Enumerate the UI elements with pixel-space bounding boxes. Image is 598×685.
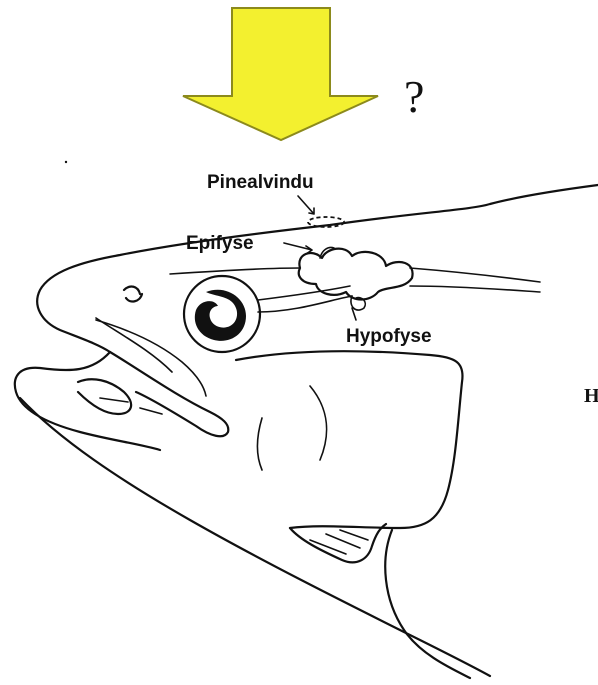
eye-illustration	[184, 276, 260, 352]
ink-speck	[65, 161, 67, 163]
eye-pupil	[195, 290, 246, 341]
pectoral-fin	[290, 524, 386, 562]
epifyse-pointer	[284, 243, 312, 254]
pinealvindu-pointer	[298, 196, 314, 214]
fish-head-illustration	[15, 185, 598, 678]
label-hypofyse: Hypofyse	[346, 326, 432, 347]
right-edge-fragment: H	[584, 385, 598, 407]
lower-jaw-tip	[78, 379, 131, 414]
head-top-outline	[37, 185, 598, 352]
optic-nerve	[258, 286, 352, 312]
question-mark: ?	[404, 71, 424, 122]
body-lower-outline	[385, 530, 470, 678]
label-epifyse: Epifyse	[186, 233, 254, 254]
label-pinealvindu: Pinealvindu	[207, 172, 314, 193]
upper-jaw	[110, 352, 228, 436]
upper-jaw-inner	[96, 318, 172, 372]
pectoral-fin-rays	[310, 530, 368, 554]
nostril	[124, 287, 142, 302]
throat-outline	[20, 398, 490, 676]
gill-cover-outline	[236, 351, 463, 528]
gill-cover-inner	[258, 386, 327, 470]
brain-axis-line	[170, 268, 540, 292]
down-arrow-icon	[183, 8, 378, 140]
